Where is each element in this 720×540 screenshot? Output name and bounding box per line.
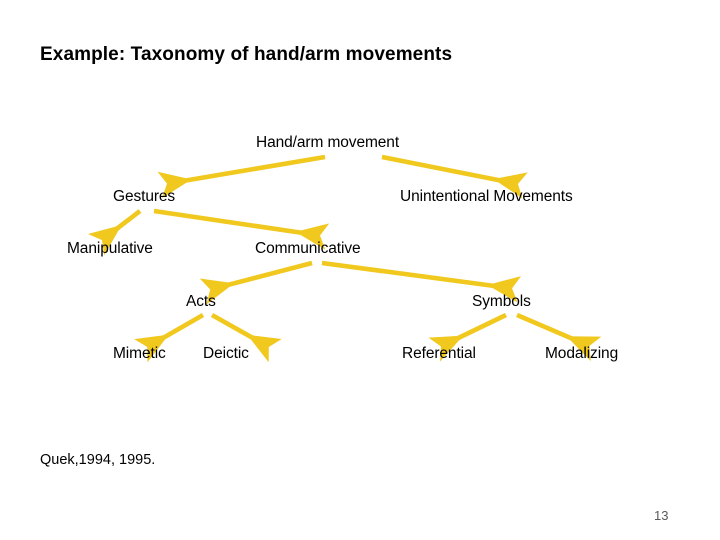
node-hand-arm-movement[interactable]: Hand/arm movement [256,134,400,151]
edge-gestures-to-manipulative [88,209,142,256]
page-number: 13 [654,508,669,523]
node-symbols[interactable]: Symbols [472,293,531,310]
node-gestures[interactable]: Gestures [113,188,176,205]
edge-communicative-to-symbols [321,260,522,303]
edge-root-to-gestures [157,154,326,199]
node-communicative[interactable]: Communicative [255,240,361,257]
node-modalizing[interactable]: Modalizing [545,345,619,362]
node-acts[interactable]: Acts [186,293,216,310]
node-mimetic[interactable]: Mimetic [113,345,166,362]
page-title: Example: Taxonomy of hand/arm movements [40,44,453,65]
node-deictic[interactable]: Deictic [203,345,249,362]
edge-acts-to-mimetic [134,313,205,363]
edge-symbols-to-modalizing [516,312,602,362]
edge-gestures-to-communicative [153,208,330,250]
node-referential[interactable]: Referential [402,345,476,362]
edge-symbols-to-referential [428,312,507,362]
edge-communicative-to-acts [199,260,313,305]
node-unintentional-movements[interactable]: Unintentional Movements [400,188,573,205]
citation-text: Quek,1994, 1995. [40,452,156,468]
node-manipulative[interactable]: Manipulative [67,240,153,257]
edge-acts-to-deictic [210,312,282,363]
edge-root-to-unintentional [381,154,528,199]
